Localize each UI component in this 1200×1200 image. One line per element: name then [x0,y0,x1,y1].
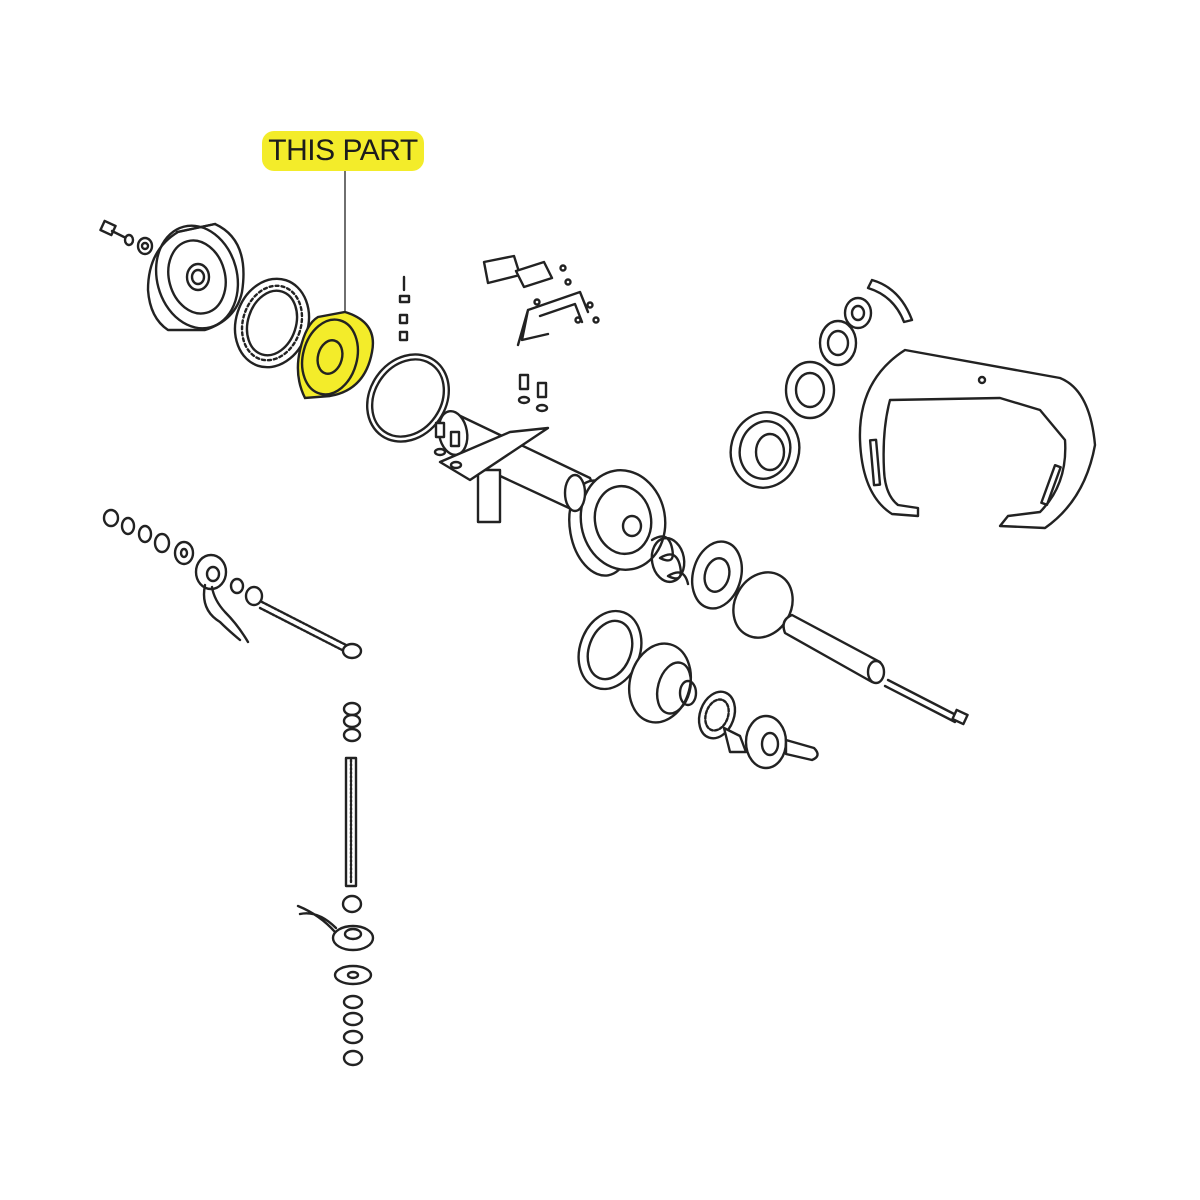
highlighted-pulley-part [296,310,375,400]
curved-shim [866,278,914,324]
tube-bolts [433,373,549,470]
drive-drum [146,222,245,332]
small-screws [398,275,411,342]
threaded-rod-horizontal [258,600,363,660]
this-part-callout: THIS PART [262,131,424,171]
cone-wheel [729,411,801,489]
small-cone [843,296,873,330]
flange-hub [563,469,667,577]
toothed-belt-ring [233,277,311,369]
compression-spring [650,535,690,586]
vertical-nuts-top [342,701,362,743]
washer-stack-vertical [333,964,373,1067]
bearing-housing [628,642,698,724]
wing-nut-hub [722,714,819,770]
mounting-bracket [482,254,600,347]
end-bolt [99,219,128,240]
large-cone [784,360,836,420]
ball-bearing [697,690,737,740]
medium-cone [818,319,858,367]
seal-ring [691,540,743,610]
large-o-ring [365,353,451,443]
vertical-nut-mid [341,894,363,914]
bolt-washer [123,233,154,256]
guard-frame [858,348,1097,530]
rod-nut-horizontal [229,577,264,607]
threaded-rod-vertical [344,756,358,888]
magnet-coil-horizontal [194,553,250,644]
magnet-coil-vertical [296,904,375,952]
long-pin [883,678,969,726]
washer-stack-horizontal [102,508,195,566]
shaft-sleeve [782,613,886,685]
